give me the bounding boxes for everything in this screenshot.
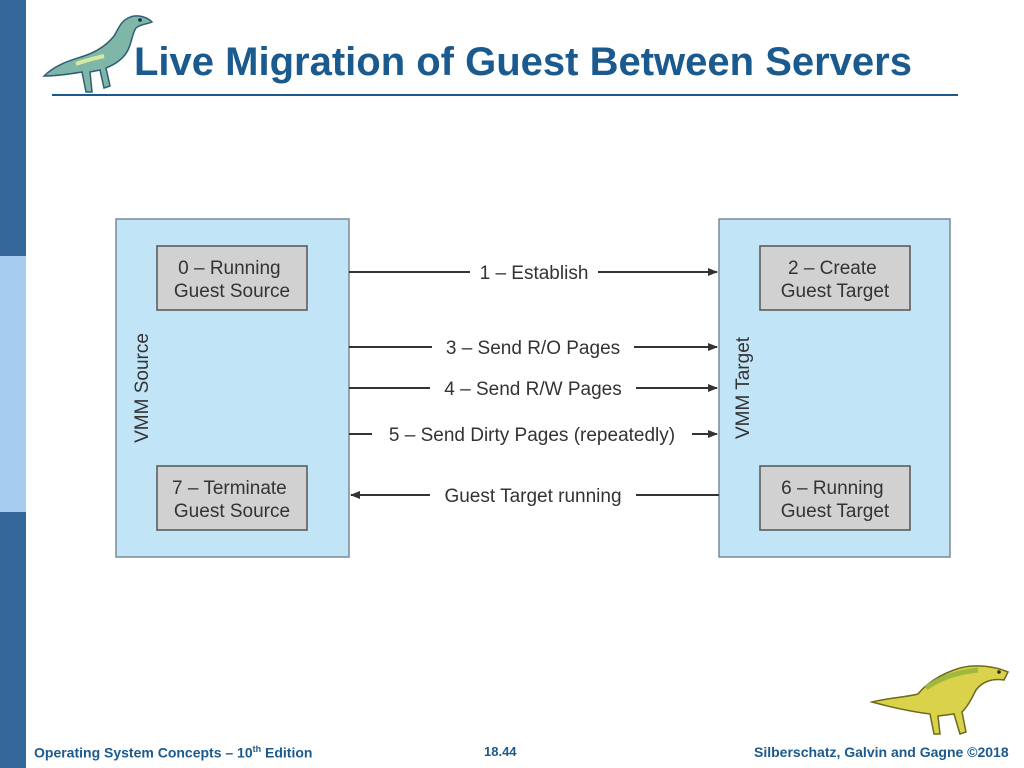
- send-ro-arrow-label: 3 – Send R/O Pages: [446, 338, 620, 359]
- running-guest-target-line2: Guest Target: [781, 501, 890, 522]
- create-guest-target-line1: 2 – Create: [788, 258, 877, 279]
- running-guest-target-box: [759, 465, 911, 531]
- create-guest-target-box: [759, 245, 911, 311]
- running-guest-source-line2: Guest Source: [174, 281, 290, 302]
- vmm-source-label: VMM Source: [132, 333, 153, 443]
- dinosaur-logo-icon: [42, 15, 154, 93]
- terminate-guest-source-box: [156, 465, 308, 531]
- terminate-guest-source-line2: Guest Source: [174, 501, 290, 522]
- svg-text:0 – Running Guest Source: 0 – Running Guest Source: [174, 258, 290, 302]
- send-dirty-arrow-label: 5 – Send Dirty Pages (repeatedly): [389, 425, 675, 446]
- running-guest-source-line1: 0 – Running: [178, 258, 280, 279]
- send-rw-arrow-label: 4 – Send R/W Pages: [444, 379, 621, 400]
- svg-text:6 – Running Guest Target: 6 – Running Guest Target: [781, 478, 890, 522]
- svg-text:7 – Terminate Guest Source: 7 – Terminate Guest Source: [172, 478, 292, 522]
- svg-text:2 – Create Guest Target: 2 – Create Guest Target: [781, 258, 890, 302]
- establish-arrow-label: 1 – Establish: [480, 263, 589, 284]
- create-guest-target-line2: Guest Target: [781, 281, 890, 302]
- terminate-guest-source-line1: 7 – Terminate: [172, 478, 287, 499]
- footer-page-number: 18.44: [484, 744, 517, 759]
- slide-title: Live Migration of Guest Between Servers: [134, 40, 912, 84]
- running-guest-target-line1: 6 – Running: [781, 478, 883, 499]
- vmm-target-label: VMM Target: [733, 336, 754, 439]
- dinosaur-logo-icon: [869, 665, 1010, 735]
- footer-book-title: Operating System Concepts – 10th Edition: [34, 744, 313, 761]
- sidebar-stripe-light: [0, 256, 26, 512]
- running-guest-source-box: [156, 245, 308, 311]
- target-running-arrow-label: Guest Target running: [444, 486, 621, 507]
- footer-authors: Silberschatz, Galvin and Gagne ©2018: [754, 744, 1009, 760]
- title-underline: [52, 94, 958, 96]
